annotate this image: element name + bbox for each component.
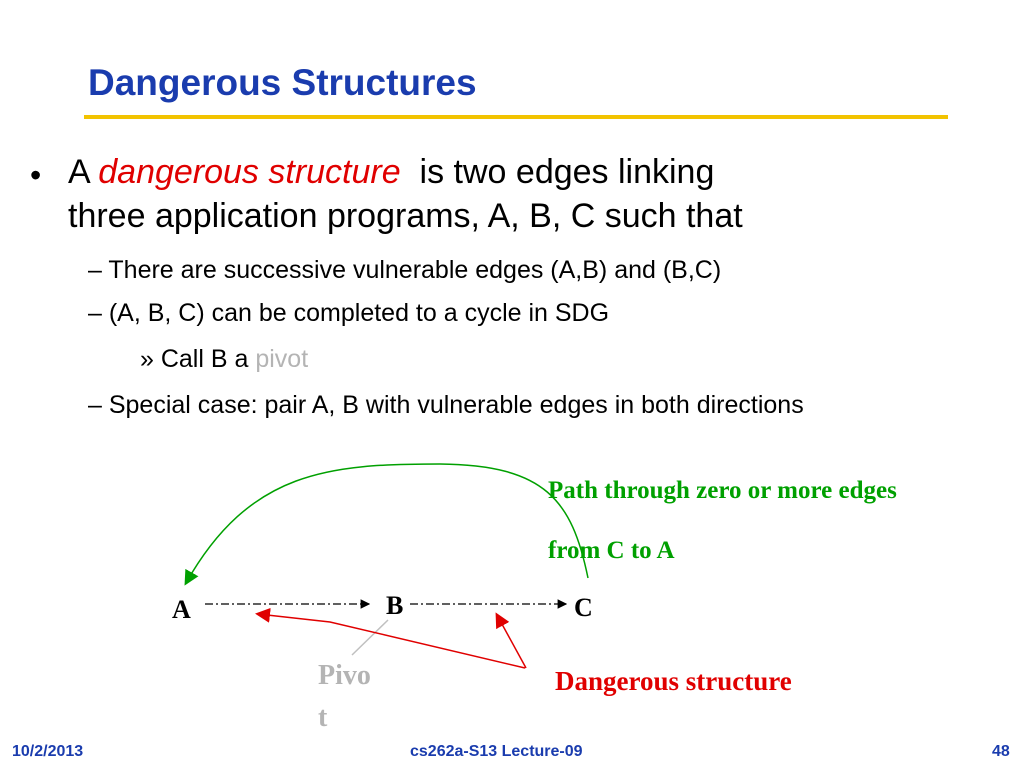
title-divider <box>84 115 948 119</box>
bullet-dot: • <box>30 157 42 193</box>
slide-title: Dangerous Structures <box>88 62 477 103</box>
pivot-term: pivot <box>255 345 309 373</box>
pivot-label-line2: t <box>318 702 328 733</box>
dangerous-structure-diagram: A B C Path through zero or more edges fr… <box>172 463 897 733</box>
sub-bullet-special-case: – Special case: pair A, B with vulnerabl… <box>88 391 804 419</box>
pivot-label-line1: Pivo <box>318 660 371 691</box>
sub-bullet-cycle-in-sdg: – (A, B, C) can be completed to a cycle … <box>88 299 610 327</box>
bullet-main-line2: three application programs, A, B, C such… <box>68 197 743 235</box>
danger-arrow-to-first-edge <box>255 607 526 669</box>
bullet-main-rest: is two edges linking <box>400 153 715 191</box>
pivot-bullet-prefix: » Call B a <box>140 345 256 373</box>
bullet-main-line1: A dangerous structure is two edges linki… <box>68 152 714 192</box>
dangerous-structure-term: dangerous structure <box>98 153 401 191</box>
path-label-line1: Path through zero or more edges <box>548 477 897 504</box>
path-label-line2: from C to A <box>548 537 675 564</box>
footer-course: cs262a-S13 Lecture-09 <box>410 743 583 760</box>
node-c-label: C <box>574 593 593 622</box>
sub-bullet-successive-edges: – There are successive vulnerable edges … <box>88 256 722 284</box>
footer-page-number: 48 <box>992 743 1010 760</box>
bullet-main-prefix: A <box>68 153 99 191</box>
sub-sub-bullet-pivot: » Call B a pivot <box>140 343 308 375</box>
node-b-label: B <box>386 591 403 620</box>
node-a-label: A <box>172 595 191 624</box>
pivot-pointer <box>351 619 389 656</box>
footer-date: 10/2/2013 <box>12 743 84 760</box>
dangerous-structure-label: Dangerous structure <box>555 666 792 696</box>
cycle-path-arrow <box>184 463 589 586</box>
danger-arrow-to-second-edge <box>495 612 527 669</box>
